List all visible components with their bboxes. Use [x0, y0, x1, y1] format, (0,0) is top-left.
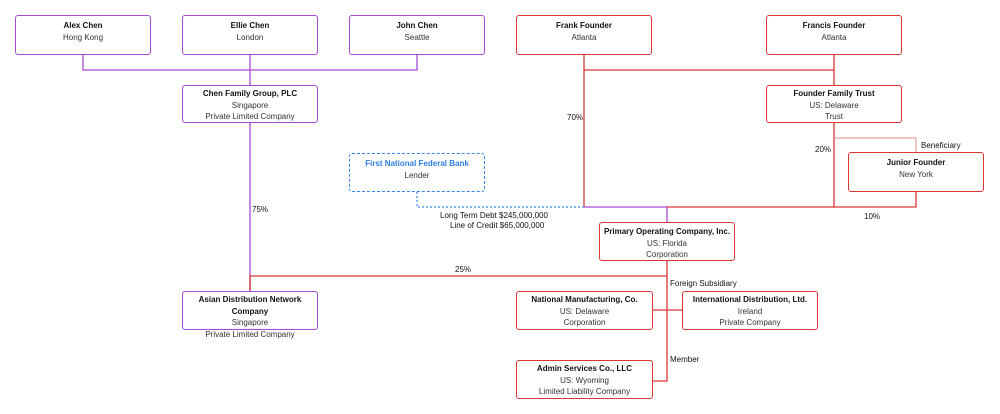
- primary-to-asian-connector: [249, 261, 668, 291]
- founder-family-trust-node[interactable]: Founder Family Trust US: Delaware Trust: [766, 85, 902, 123]
- asian-ownership-label: 25%: [455, 265, 472, 274]
- node-name: Francis Founder: [802, 21, 866, 30]
- chen-to-primary-connector: [584, 206, 668, 222]
- node-name: First National Federal Bank: [365, 159, 469, 168]
- debt-label: Long Term Debt $245,000,000: [440, 211, 548, 220]
- francis-founder-node[interactable]: Francis Founder Atlanta: [766, 15, 902, 55]
- node-detail: Ireland: [737, 306, 763, 316]
- node-type: Private Limited Company: [205, 112, 295, 121]
- international-distribution-node[interactable]: International Distribution, Ltd. Ireland…: [682, 291, 818, 330]
- node-name: Ellie Chen: [230, 21, 270, 30]
- node-detail: US: Florida: [646, 238, 687, 248]
- bank-to-primary-connector: [416, 192, 584, 208]
- node-name: Primary Operating Company, Inc.: [603, 227, 731, 236]
- credit-label: Line of Credit $65,000,000: [450, 221, 545, 230]
- trust-ownership-label: 20%: [815, 145, 832, 154]
- frank-ownership-label: 70%: [567, 113, 584, 122]
- node-name: Admin Services Co., LLC: [536, 364, 633, 373]
- node-detail: Singapore: [231, 318, 269, 327]
- chen-ownership-label: 75%: [252, 205, 269, 214]
- chen-owners-connector: [82, 55, 418, 85]
- node-name: Founder Family Trust: [793, 89, 875, 98]
- trust-to-primary-connector: [667, 123, 835, 208]
- admin-services-node[interactable]: Admin Services Co., LLC US: Wyoming Limi…: [516, 360, 653, 399]
- alex-chen-node[interactable]: Alex Chen Hong Kong: [15, 15, 151, 55]
- node-detail: Lender: [404, 170, 430, 180]
- node-detail: New York: [899, 169, 933, 179]
- beneficiary-connector: [834, 137, 917, 152]
- node-type: Corporation: [563, 318, 606, 327]
- chen-family-group-node[interactable]: Chen Family Group, PLC Singapore Private…: [182, 85, 318, 123]
- node-type: Limited Liability Company: [538, 387, 631, 396]
- junior-ownership-label: 10%: [864, 212, 881, 221]
- primary-operating-company-node[interactable]: Primary Operating Company, Inc. US: Flor…: [599, 222, 735, 261]
- beneficiary-label: Beneficiary: [921, 141, 961, 150]
- node-name: International Distribution, Ltd.: [692, 295, 808, 304]
- junior-to-primary-connector: [834, 192, 917, 208]
- junior-founder-node[interactable]: Junior Founder New York: [848, 152, 984, 192]
- node-detail: London: [236, 32, 264, 42]
- first-national-bank-node[interactable]: First National Federal Bank Lender: [349, 153, 485, 192]
- node-type: Private Limited Company: [205, 329, 295, 339]
- ellie-chen-node[interactable]: Ellie Chen London: [182, 15, 318, 55]
- node-name: Asian Distribution Network Company: [198, 295, 302, 316]
- node-detail: US: Delaware: [559, 306, 610, 316]
- node-detail: US: Wyoming: [560, 375, 609, 385]
- node-type: Corporation: [646, 250, 688, 259]
- foreign-subsidiary-label: Foreign Subsidiary: [670, 279, 737, 288]
- founders-connector: [583, 55, 835, 85]
- node-detail: Atlanta: [571, 32, 597, 42]
- frank-founder-node[interactable]: Frank Founder Atlanta: [516, 15, 652, 55]
- national-manufacturing-node[interactable]: National Manufacturing, Co. US: Delaware…: [516, 291, 653, 330]
- node-name: Junior Founder: [886, 158, 946, 167]
- member-label: Member: [670, 355, 700, 364]
- asian-distribution-node[interactable]: Asian Distribution Network Company Singa…: [182, 291, 318, 339]
- node-type: Trust: [825, 112, 843, 121]
- node-detail: Hong Kong: [62, 32, 104, 42]
- node-detail: Atlanta: [821, 32, 847, 42]
- node-type: Private Company: [719, 318, 781, 327]
- john-chen-node[interactable]: John Chen Seattle: [349, 15, 485, 55]
- node-detail: US: Delaware: [809, 100, 859, 110]
- node-name: Alex Chen: [63, 21, 103, 30]
- node-detail: Singapore: [231, 100, 269, 110]
- node-detail: Seattle: [404, 32, 430, 42]
- subsidiaries-connector: [653, 276, 682, 382]
- node-name: Chen Family Group, PLC: [202, 89, 298, 98]
- node-name: National Manufacturing, Co.: [531, 295, 638, 304]
- node-name: Frank Founder: [555, 21, 612, 30]
- node-name: John Chen: [396, 21, 438, 30]
